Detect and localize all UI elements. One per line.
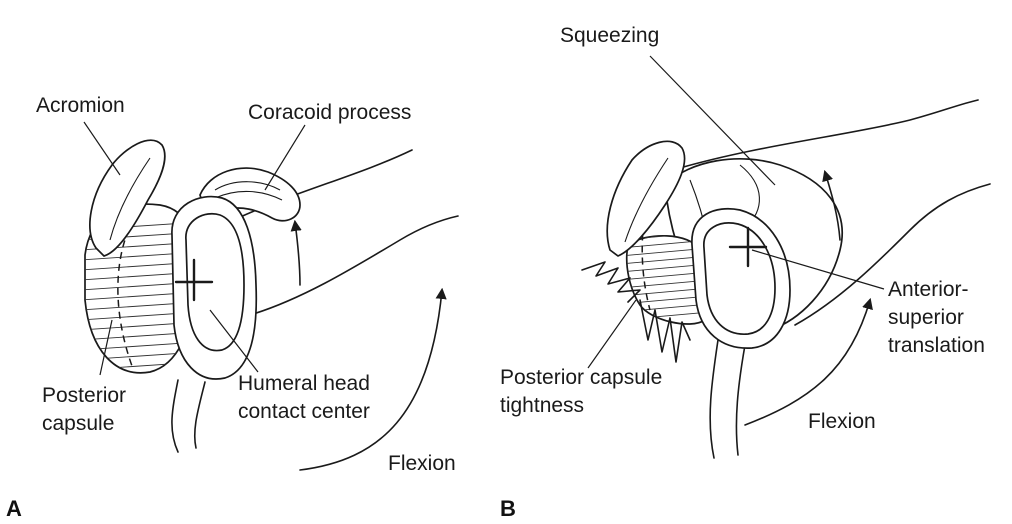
tightness-zigzag-b xyxy=(581,261,641,303)
small-arrow-a xyxy=(290,219,302,286)
flexion-label-a: Flexion xyxy=(388,452,456,475)
anterior-superior-label-line1: Anterior- xyxy=(888,278,969,301)
posterior-capsule-label-line1: Posterior xyxy=(42,384,127,407)
flexion-arrow-a xyxy=(299,287,447,471)
squeezing-pointer xyxy=(649,55,776,186)
small-arrow-b xyxy=(822,169,841,241)
posterior-capsule-tightness-label-line2: tightness xyxy=(500,394,585,417)
tightness-pointer xyxy=(587,299,637,369)
scapula-neck-b xyxy=(709,339,719,459)
contact-center-cross-b xyxy=(728,226,768,268)
scapula-neck-b2 xyxy=(735,344,746,456)
posterior-capsule-pointer xyxy=(99,319,113,376)
flexion-label-b: Flexion xyxy=(808,410,876,433)
panel-letter-b: B xyxy=(500,496,516,521)
panel-letter-a: A xyxy=(6,496,22,521)
anterior-superior-label-line2: superior xyxy=(888,306,964,329)
humeral-head-pointer xyxy=(209,309,259,373)
humeral-head-label-line1: Humeral head xyxy=(238,372,370,395)
coracoid-process-label: Coracoid process xyxy=(248,101,412,124)
glenoid-face-b xyxy=(703,222,776,335)
coracoid-pointer xyxy=(264,124,306,191)
acromion-pointer xyxy=(83,121,121,176)
tightness-spikes-b xyxy=(639,299,691,363)
anterior-superior-label-line3: translation xyxy=(888,334,985,357)
flexion-arrow-b xyxy=(744,297,873,426)
acromion-shape-a xyxy=(89,139,166,257)
humerus-lower-a xyxy=(249,215,459,316)
humerus-outline-b xyxy=(679,99,979,169)
squeezing-label: Squeezing xyxy=(560,24,660,47)
acromion-shape-b xyxy=(606,140,686,257)
contact-center-cross-a xyxy=(174,258,214,302)
glenoid-face-a xyxy=(185,212,245,352)
humeral-head-label-line2: contact center xyxy=(238,400,370,423)
panel-a-drawing xyxy=(83,121,459,471)
acromion-label: Acromion xyxy=(36,94,125,117)
anterior-superior-pointer xyxy=(751,249,885,290)
panel-b-drawing xyxy=(581,55,991,459)
scapula-neck-a2 xyxy=(193,381,206,449)
posterior-capsule-tightness-label-line1: Posterior capsule xyxy=(500,366,663,389)
posterior-capsule-label-line2: capsule xyxy=(42,412,115,435)
scapula-neck-a xyxy=(171,379,179,453)
humerus-lower-b xyxy=(794,183,991,326)
